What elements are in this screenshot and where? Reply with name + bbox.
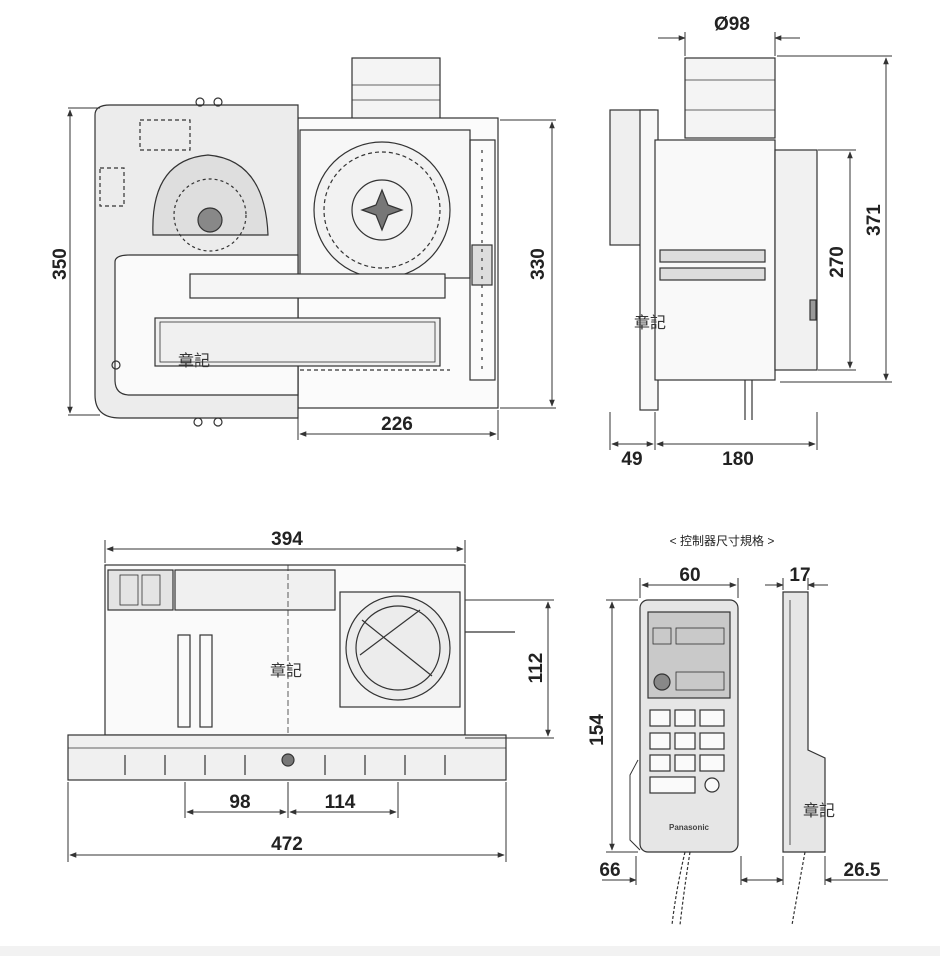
front-view xyxy=(94,57,499,427)
side-view xyxy=(609,57,818,420)
side-flange-label: 49 xyxy=(621,449,642,470)
side-stamp: 章記 xyxy=(634,314,666,332)
side-height-body-label: 270 xyxy=(827,246,848,278)
controller-side xyxy=(782,591,826,926)
bottom-view-dimensions xyxy=(67,540,554,862)
controller-front xyxy=(629,599,739,926)
controller-height-label: 154 xyxy=(587,714,608,746)
bottom-right-offset-label: 114 xyxy=(325,792,356,813)
controller-dimensions xyxy=(602,578,888,885)
front-height-outer-label: 350 xyxy=(50,248,71,280)
front-view-dimensions xyxy=(67,107,556,440)
side-height-total-label: 371 xyxy=(864,204,885,236)
side-duct-diameter-label: Ø98 xyxy=(714,14,750,35)
bottom-width-total-label: 472 xyxy=(271,834,303,855)
bottom-strip xyxy=(0,946,940,956)
controller-brand: Panasonic xyxy=(669,823,710,832)
controller-caption: < 控制器尺寸規格 > xyxy=(670,533,775,548)
controller-stamp: 章記 xyxy=(803,802,835,820)
bottom-left-offset-label: 98 xyxy=(229,792,250,813)
front-depth-label: 226 xyxy=(381,414,413,435)
controller-depth-label: 17 xyxy=(789,565,810,586)
front-height-inner-label: 330 xyxy=(528,248,549,280)
bottom-view xyxy=(67,564,515,781)
side-body-depth-label: 180 xyxy=(722,449,754,470)
bottom-width-body-label: 394 xyxy=(271,529,303,550)
front-stamp: 章記 xyxy=(178,352,210,370)
controller-bottom-width-label: 66 xyxy=(599,860,620,881)
bottom-duct-offset-label: 112 xyxy=(526,653,547,684)
bottom-stamp: 章記 xyxy=(270,662,302,680)
side-view-dimensions xyxy=(609,32,892,450)
controller-width-label: 60 xyxy=(679,565,700,586)
controller-bottom-depth-label: 26.5 xyxy=(844,860,881,881)
